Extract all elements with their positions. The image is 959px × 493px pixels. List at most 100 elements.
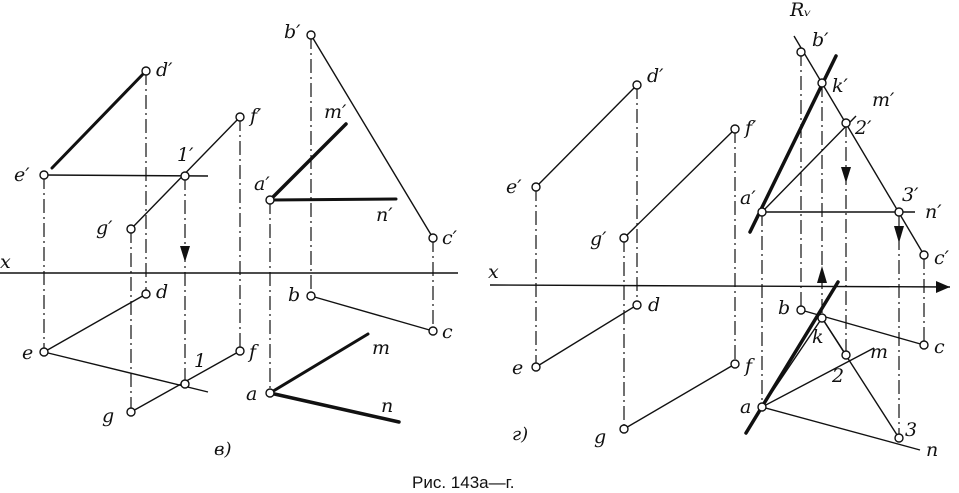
- label-e: e: [512, 357, 523, 379]
- label-1: 1: [194, 350, 206, 372]
- axis-arrow-icon: [936, 281, 950, 293]
- point-f: [235, 346, 245, 356]
- point-b1: [796, 47, 806, 57]
- point-g1: [619, 233, 629, 243]
- label-m: m: [870, 341, 888, 363]
- point-c1: [919, 250, 929, 260]
- label-c1: c′: [442, 227, 458, 249]
- label-m1: m′: [872, 89, 895, 111]
- point-k1: [817, 78, 827, 88]
- label-2: 2: [831, 365, 844, 387]
- label-g1: g′: [96, 217, 113, 239]
- point-e1: [531, 182, 541, 192]
- point-g: [126, 407, 136, 417]
- label-1-prime: 1′: [177, 144, 194, 166]
- point-d: [141, 289, 151, 299]
- line-g-f: [623, 363, 736, 430]
- label-m1: m′: [324, 101, 347, 123]
- label-k: k: [812, 326, 824, 348]
- point-3: [894, 433, 904, 443]
- point-f: [730, 359, 740, 369]
- axis-label-v: x: [0, 251, 11, 273]
- line-b-c: [310, 295, 434, 332]
- line-a1-m1: [268, 122, 348, 202]
- point-c: [428, 326, 438, 336]
- label-c1: c′: [934, 247, 950, 269]
- point-b: [796, 305, 806, 315]
- label-e1: e′: [506, 176, 522, 198]
- label-k1: k′: [832, 75, 849, 97]
- line-a-k: [761, 317, 823, 408]
- label-a1: a′: [740, 187, 756, 209]
- point-2: [841, 350, 851, 360]
- label-c: c: [442, 321, 453, 343]
- line-a-n: [268, 391, 401, 424]
- point-e1: [39, 170, 49, 180]
- point-c: [919, 340, 929, 350]
- label-3-prime: 3′: [902, 184, 919, 206]
- label-d: d: [648, 294, 660, 316]
- label-d1: d′: [156, 59, 173, 81]
- point-e: [39, 347, 49, 357]
- point-1-prime: [180, 171, 190, 181]
- line-k-2: [821, 317, 847, 356]
- point-2-prime: [841, 118, 851, 128]
- panel-v: x: [0, 21, 458, 460]
- point-f1: [730, 124, 740, 134]
- point-g1: [126, 224, 136, 234]
- label-a: a: [246, 383, 257, 405]
- arrow-down-icon: [894, 226, 904, 243]
- line-a-m: [268, 332, 370, 395]
- label-d: d: [156, 281, 168, 303]
- line-e-d: [535, 304, 638, 368]
- label-e: e: [22, 342, 33, 364]
- point-c1: [428, 233, 438, 243]
- point-d1: [632, 80, 642, 90]
- trace-Rv: [793, 35, 925, 256]
- line-g1-f1: [623, 128, 736, 239]
- point-g: [619, 424, 629, 434]
- arrow-up-icon: [817, 266, 827, 283]
- label-b: b: [288, 284, 300, 306]
- point-d1: [141, 66, 151, 76]
- line-e-d: [43, 293, 147, 353]
- panel-g-sublabel: г): [512, 424, 528, 445]
- label-f: f: [247, 341, 259, 363]
- line-a-n: [761, 406, 921, 451]
- label-n1: n′: [376, 204, 393, 226]
- point-k: [817, 313, 827, 323]
- label-e1: e′: [14, 164, 30, 186]
- line-a1-m1: [761, 115, 857, 213]
- line-e1-d1: [535, 84, 638, 188]
- point-a1: [265, 195, 275, 205]
- label-Rv: Rᵥ: [789, 0, 811, 21]
- axis-x-g: [489, 284, 951, 288]
- label-d1: d′: [647, 65, 664, 87]
- label-2-prime: 2′: [854, 117, 872, 139]
- point-f1: [235, 112, 245, 122]
- arrow-down-icon: [841, 167, 851, 183]
- figure-caption: Рис. 143а—г.: [412, 473, 514, 492]
- point-d: [632, 300, 642, 310]
- label-f1: f′: [743, 117, 757, 139]
- label-n1: n′: [925, 201, 942, 223]
- label-n: n: [926, 439, 938, 461]
- label-n: n: [381, 395, 393, 417]
- line-e1-d1: [50, 69, 148, 170]
- line-a-2: [761, 347, 875, 408]
- label-b1: b′: [284, 21, 301, 43]
- point-1: [180, 379, 190, 389]
- panel-v-sublabel: в): [214, 439, 232, 460]
- label-g: g: [594, 426, 606, 448]
- point-e: [531, 362, 541, 372]
- label-3: 3: [905, 419, 917, 441]
- line-b1-c1: [310, 34, 434, 239]
- label-g: g: [102, 405, 114, 427]
- label-m: m: [372, 337, 390, 359]
- label-b1: b′: [812, 29, 829, 51]
- label-f1: f′: [248, 105, 262, 127]
- axis-label-g: x: [488, 261, 499, 283]
- panel-g: x: [488, 0, 951, 461]
- point-b1: [306, 30, 316, 40]
